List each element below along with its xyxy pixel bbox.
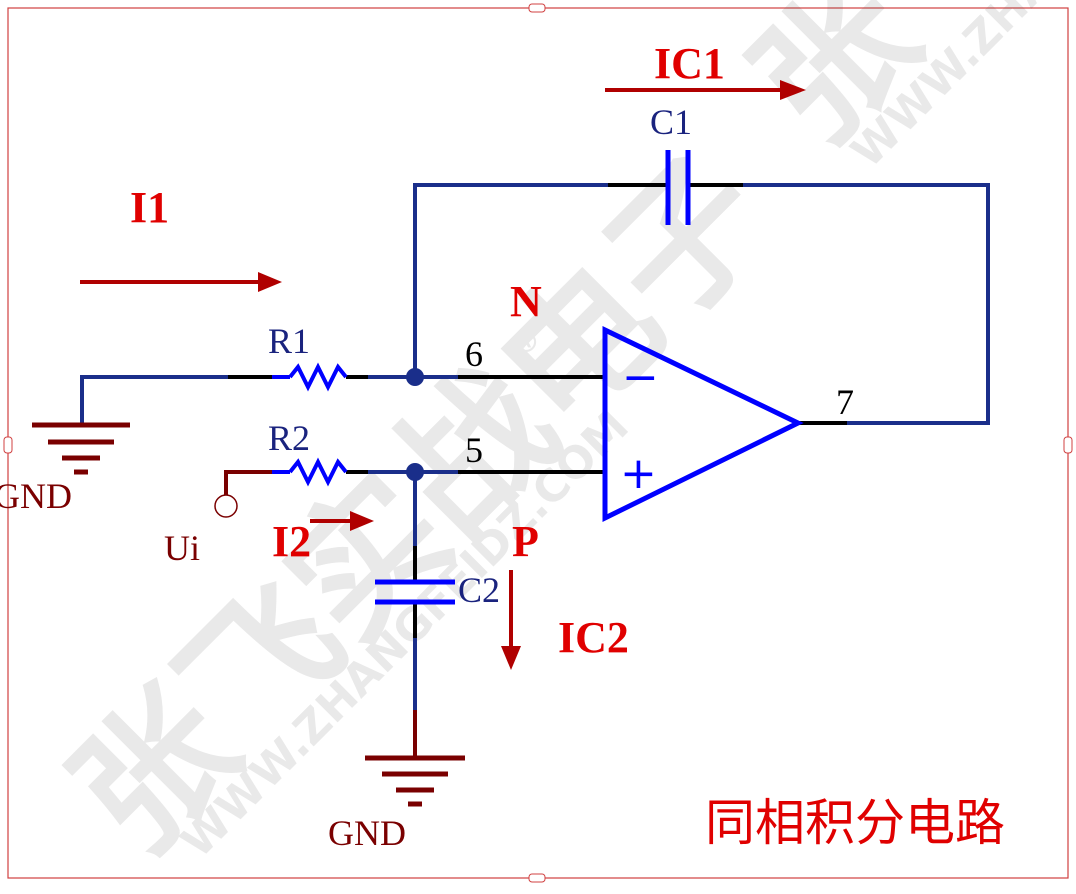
arrow-i2-head: [350, 511, 374, 531]
label-gnd-1: GND: [0, 476, 72, 516]
resistor-r2-symbol: [288, 457, 348, 487]
arrow-ic2-head: [501, 646, 521, 670]
watermark: 张飞实战电子 WWW.ZHANGFEIDZ.COM 张飞实战电子 WWW.ZHA…: [42, 0, 1076, 885]
label-gnd-2: GND: [328, 813, 406, 853]
diagram-title: 同相积分电路: [705, 794, 1005, 852]
label-pin6: 6: [465, 334, 483, 374]
frame-handle-top: [528, 3, 546, 13]
label-pin7: 7: [836, 382, 854, 422]
label-i1: I1: [130, 183, 169, 232]
label-i2: I2: [272, 517, 311, 566]
arrow-ic1-head: [780, 80, 806, 100]
capacitor-c2-symbol: [375, 579, 455, 605]
label-r2: R2: [268, 418, 310, 458]
watermark-registered: ®: [512, 326, 540, 359]
label-node-p: P: [512, 517, 539, 566]
wire-ui-r2: [224, 470, 274, 500]
label-ic2: IC2: [558, 613, 629, 662]
label-ic1: IC1: [654, 39, 725, 88]
label-ui: Ui: [164, 528, 200, 568]
label-node-n: N: [510, 277, 542, 326]
junction-n: [406, 368, 424, 386]
opamp-plus-sign: +: [620, 448, 657, 499]
ground-symbol-2: [365, 755, 465, 807]
wire-feedback-right: [743, 183, 990, 425]
junction-p: [406, 463, 424, 481]
input-terminal: [214, 494, 238, 518]
label-r1: R1: [268, 321, 310, 361]
ground-symbol-1: [32, 377, 130, 475]
arrow-i1-head: [258, 272, 282, 292]
frame-handle-right: [1063, 436, 1073, 454]
label-pin5: 5: [465, 430, 483, 470]
resistor-r1-symbol: [288, 362, 348, 392]
capacitor-c1-symbol: [665, 150, 691, 225]
frame-handle-bottom: [528, 873, 546, 883]
label-c2: C2: [458, 570, 500, 610]
opamp-minus-sign: −: [622, 352, 659, 403]
current-arrows: [80, 80, 806, 670]
wire-feedback-left: [413, 183, 612, 379]
label-c1: C1: [650, 102, 692, 142]
wire-gnd1-r1: [80, 375, 232, 427]
opamp-symbol: [602, 326, 804, 523]
frame-handle-left: [3, 436, 13, 454]
